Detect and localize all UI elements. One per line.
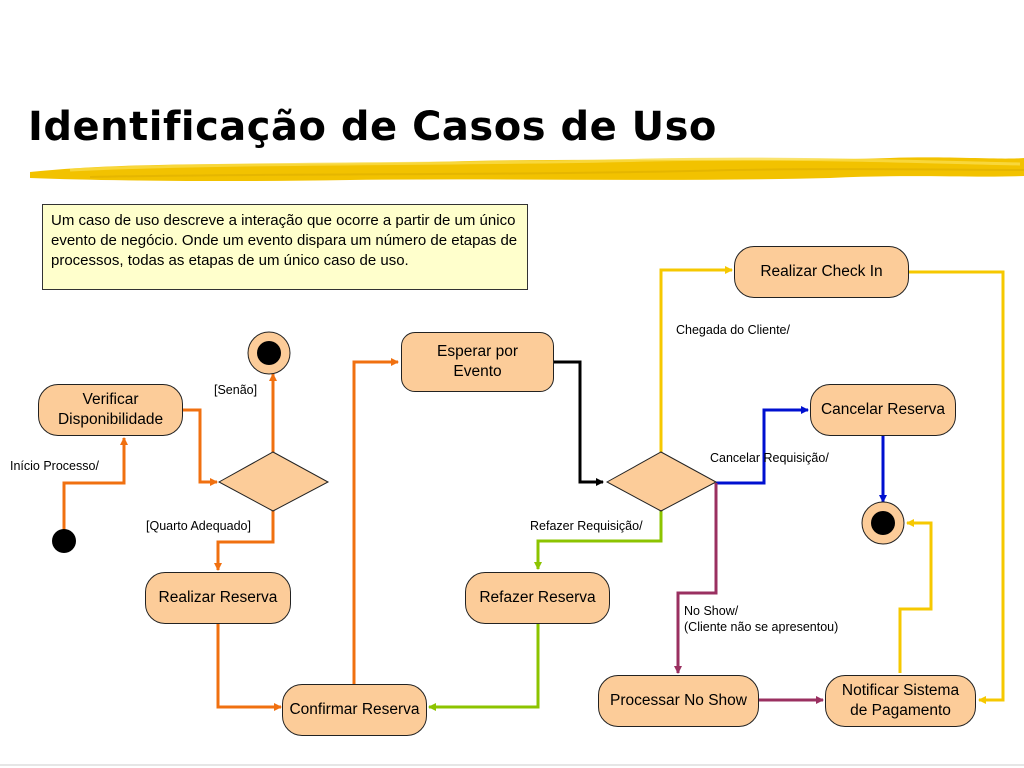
activity-confirmar-reserva: Confirmar Reserva [282, 684, 427, 736]
label-chegada-cliente: Chegada do Cliente/ [676, 323, 790, 337]
label-no-show: No Show/ (Cliente não se apresentou) [684, 604, 839, 634]
activity-confirmar-reserva-label: Confirmar Reserva [289, 701, 420, 718]
use-case-note: Um caso de uso descreve a interação que … [42, 204, 528, 290]
label-refazer-requisicao: Refazer Requisição/ [530, 519, 643, 533]
edge-decision-to-noshow [674, 483, 718, 674]
activity-verificar-disponibilidade: Verificar Disponibilidade [38, 384, 183, 436]
edge-start-to-verificar [62, 437, 128, 541]
activity-realizar-checkin-label: Realizar Check In [760, 263, 883, 280]
activity-realizar-reserva-label: Realizar Reserva [158, 589, 278, 606]
edge-notificar-to-end [898, 519, 933, 673]
activity-realizar-reserva: Realizar Reserva [145, 572, 291, 624]
label-inicio-processo: Início Processo/ [10, 459, 99, 473]
activity-notificar-pagamento: Notificar Sistema de Pagamento [825, 675, 976, 727]
edge-decision-to-refazer [534, 511, 663, 570]
activity-cancelar-reserva: Cancelar Reserva [810, 384, 956, 436]
activity-cancelar-reserva-label: Cancelar Reserva [820, 401, 946, 418]
label-senao: [Senão] [214, 383, 258, 397]
footer-divider [0, 764, 1024, 766]
edge-decision-to-cancelar [716, 406, 809, 485]
final-node-right [861, 501, 905, 545]
edge-decision-to-checkin [659, 266, 733, 452]
activity-verificar-label: Verificar Disponibilidade [57, 391, 164, 428]
activity-processar-noshow: Processar No Show [598, 675, 759, 727]
label-cancelar-requisicao: Cancelar Requisição/ [710, 451, 829, 465]
final-node-left [247, 331, 291, 375]
edge-checkin-to-notificar [908, 270, 1005, 704]
edge-refazer-to-confirmar [428, 624, 540, 711]
edge-esperar-to-decision [554, 360, 604, 486]
activity-refazer-reserva: Refazer Reserva [465, 572, 610, 624]
activity-esperar-evento-label: Esperar por Evento [437, 343, 518, 380]
initial-node [52, 529, 76, 553]
edge-confirmar-to-esperar [352, 358, 399, 684]
decision-diamond-event [605, 451, 718, 512]
edge-verificar-to-decision [182, 408, 218, 486]
label-quarto-adequado: [Quarto Adequado] [146, 519, 251, 533]
decision-diamond-availability [217, 451, 330, 512]
activity-notificar-label: Notificar Sistema de Pagamento [841, 682, 960, 719]
edge-decision-to-realizar-reserva [214, 511, 275, 571]
activity-realizar-checkin: Realizar Check In [734, 246, 909, 298]
activity-processar-noshow-label: Processar No Show [610, 692, 747, 709]
activity-refazer-reserva-label: Refazer Reserva [479, 589, 596, 606]
slide-title: Identificação de Casos de Uso [28, 104, 717, 150]
activity-esperar-evento: Esperar por Evento [401, 332, 554, 392]
edge-realizar-to-confirmar [216, 624, 282, 711]
yellow-brush-highlight [30, 157, 1024, 182]
